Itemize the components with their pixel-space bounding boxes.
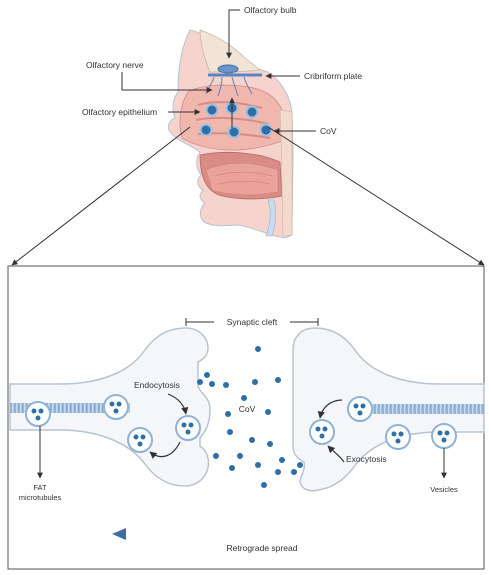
vesicle xyxy=(104,395,128,419)
label-olfactory-epithelium: Olfactory epithelium xyxy=(82,107,157,117)
cov-particle xyxy=(207,105,218,116)
cov-particle xyxy=(261,125,272,136)
cov-particle xyxy=(225,411,231,417)
cov-particle xyxy=(204,372,210,378)
cov-particle xyxy=(229,127,240,138)
tongue xyxy=(206,163,278,195)
cov-particle xyxy=(261,482,267,488)
cov-particle xyxy=(255,462,261,468)
vesicle xyxy=(176,416,200,440)
cov-particle xyxy=(227,429,233,435)
label-exocytosis: Exocytosis xyxy=(346,454,387,464)
cov-particle xyxy=(252,379,258,385)
cov-particle xyxy=(213,453,219,459)
cov-particle xyxy=(223,382,229,388)
cov-particle xyxy=(291,469,297,475)
vesicle xyxy=(348,397,372,421)
vesicle xyxy=(26,402,50,426)
cov-particle xyxy=(265,409,271,415)
cov-particle xyxy=(241,395,247,401)
vesicle xyxy=(128,428,152,452)
cov-particle xyxy=(247,107,258,118)
vesicle xyxy=(432,424,456,448)
cov-particle xyxy=(249,437,255,443)
cov-particle xyxy=(297,462,303,468)
zoom-line-right xyxy=(268,127,484,265)
cov-particle xyxy=(201,125,212,136)
label-endocytosis: Endocytosis xyxy=(134,380,180,390)
vesicle xyxy=(310,420,334,444)
label-microtubules: microtubules xyxy=(19,493,62,502)
label-olfactory-nerve: Olfactory nerve xyxy=(86,60,144,70)
label-cribriform-plate: Cribriform plate xyxy=(304,71,362,81)
olfactory-bulb-shape xyxy=(218,65,238,73)
label-olfactory-bulb: Olfactory bulb xyxy=(244,5,297,15)
zoom-line-left xyxy=(12,127,190,265)
label-retrograde-spread: Retrograde spread xyxy=(227,543,298,553)
cov-particle xyxy=(237,453,243,459)
cov-particle xyxy=(279,457,285,463)
cov-particle xyxy=(229,465,235,471)
cov-particle xyxy=(197,379,203,385)
cov-particle xyxy=(209,381,215,387)
label-cov-top: CoV xyxy=(320,126,337,136)
label-cov-cleft: CoV xyxy=(239,404,256,414)
cov-particle xyxy=(255,346,261,352)
cov-particle xyxy=(275,469,281,475)
label-fat: FAT xyxy=(33,483,47,492)
vesicle xyxy=(386,425,410,449)
label-synaptic-cleft: Synaptic cleft xyxy=(227,317,278,327)
right-microtubule xyxy=(368,404,484,414)
label-vesicles: Vesicles xyxy=(430,485,458,494)
cov-particle xyxy=(275,377,281,383)
cov-particle xyxy=(267,441,273,447)
